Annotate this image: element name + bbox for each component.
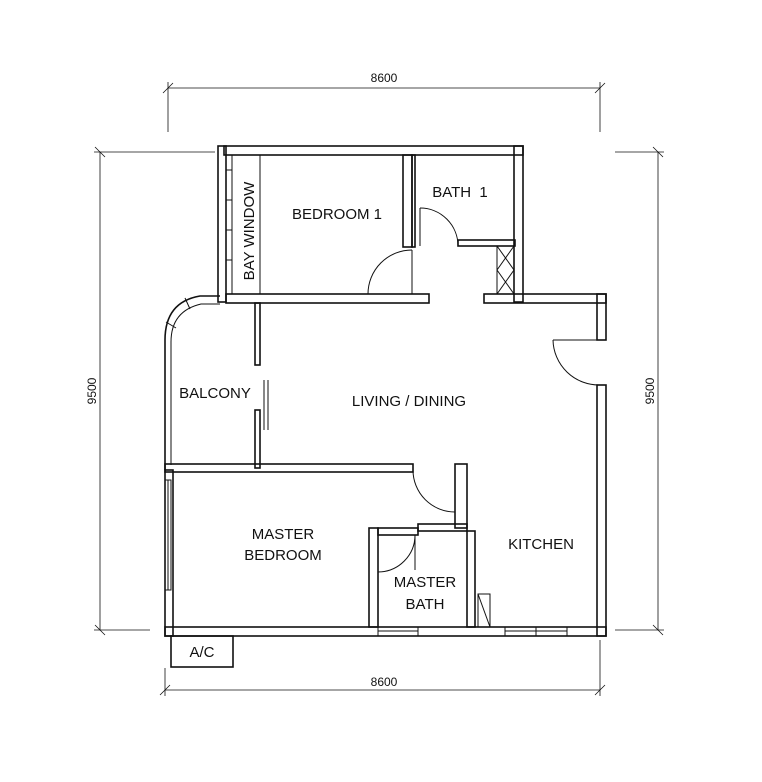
doors: [367, 207, 601, 573]
dimension-right-label: 9500: [643, 377, 657, 404]
room-label-kitchen: KITCHEN: [508, 536, 574, 553]
dimension-right: 9500: [615, 146, 664, 636]
room-label-living-dining: LIVING / DINING: [352, 393, 466, 410]
room-label-ac: A/C: [189, 644, 214, 661]
ac-ledge: [170, 635, 234, 668]
dimension-bottom: 8600: [159, 640, 606, 696]
room-label-balcony: BALCONY: [179, 385, 251, 402]
windows: [164, 479, 568, 637]
dimension-top-label: 8600: [371, 71, 398, 85]
dimension-top: 8600: [162, 71, 606, 132]
room-label-master-bedroom-line1: MASTER: [252, 526, 315, 543]
room-label-master-bath-line2: BATH: [406, 596, 445, 613]
dimension-bottom-label: 8600: [371, 675, 398, 689]
dimension-left: 9500: [85, 146, 215, 636]
room-label-bay-window: BAY WINDOW: [241, 181, 258, 280]
room-label-master-bedroom-line2: BEDROOM: [244, 547, 322, 564]
room-label-bedroom-1: BEDROOM 1: [292, 206, 382, 223]
dimension-left-label: 9500: [85, 377, 99, 404]
interior-walls: [164, 154, 516, 628]
room-label-bath-1: BATH 1: [432, 184, 488, 201]
room-label-master-bath-line1: MASTER: [394, 574, 457, 591]
